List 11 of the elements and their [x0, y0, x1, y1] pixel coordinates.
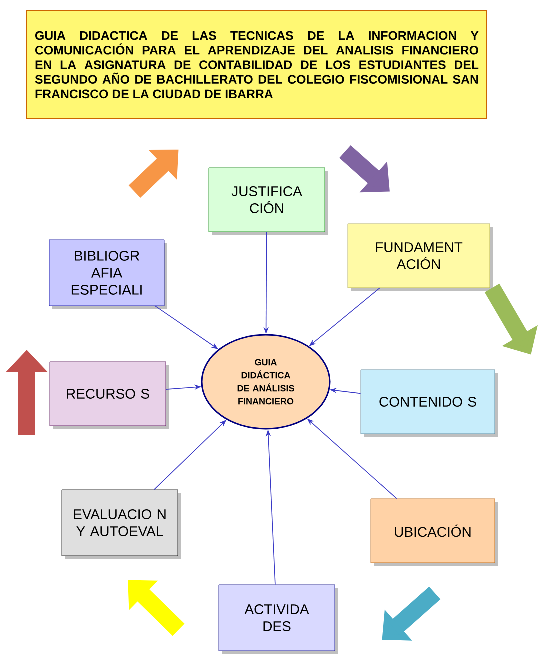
title-box: GUIA DIDACTICA DE LAS TECNICAS DE LA INFORMACION Y COMUNICACIÓN PARA EL APRENDIZAJE DEL ANALISIS FINANCIERO EN LA ASIGNATURA DE CONTABILIDAD DE LOS ESTUDIANTES DEL SEGUNDO AÑO DE BACHILLERATO DEL COLEGIO FISCOMISIONAL SAN FRANCISCO DE LA CIUDAD DE IBARRA: [26, 10, 488, 120]
topic-box: CONTENIDO S: [360, 370, 496, 434]
topic-box: UBICACIÓN: [370, 498, 496, 564]
block-arrow: [128, 580, 185, 636]
topic-box: ACTIVIDA DES: [218, 584, 336, 652]
topic-box: RECURSO S: [50, 362, 166, 426]
topic-box: BIBLIOGR AFIA ESPECIALI: [49, 240, 165, 306]
topic-box: JUSTIFICA CIÓN: [208, 168, 326, 232]
topic-box: FUNDAMENT ACIÓN: [348, 224, 490, 288]
topic-box: EVALUACIO N Y AUTOEVAL: [62, 490, 178, 556]
block-arrow: [128, 150, 179, 198]
